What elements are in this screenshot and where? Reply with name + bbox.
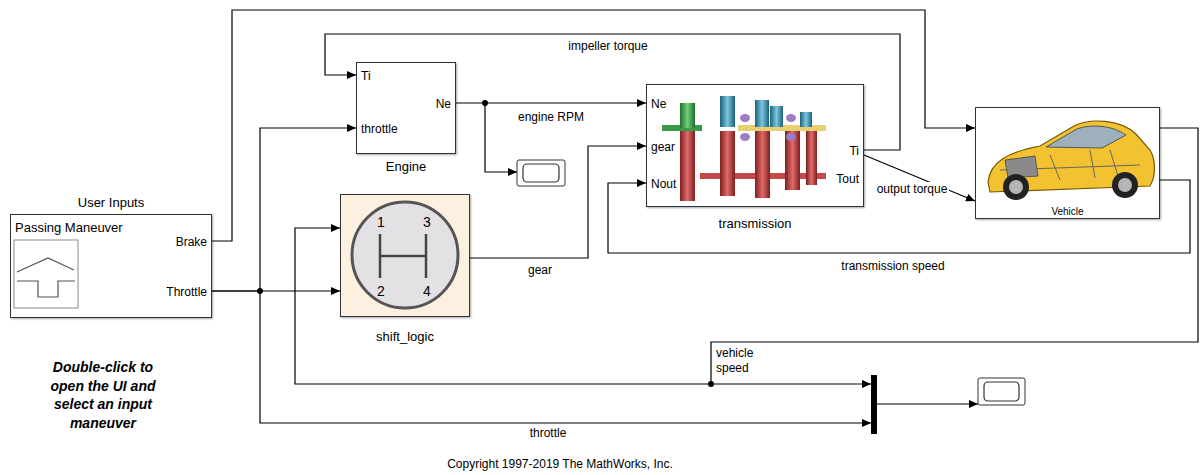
gear (800, 112, 812, 127)
port-label: Ne (651, 97, 666, 111)
signal-name: transmission speed (839, 259, 946, 274)
port-label: Nout (651, 177, 676, 191)
synchronizer (740, 114, 750, 122)
scope-screen (984, 382, 1019, 401)
block-name: shift_logic (341, 329, 469, 345)
port-label: gear (651, 140, 675, 154)
block-name: Engine (357, 159, 455, 175)
gear (720, 131, 735, 196)
scope-frame (517, 160, 565, 186)
gate-line (380, 255, 426, 258)
block-name: Passing Maneuver (15, 220, 123, 236)
car-picture (988, 121, 1155, 200)
port-label: Throttle (166, 285, 207, 299)
signal-wires (260, 103, 978, 423)
port-label: Ti (849, 144, 859, 158)
port-label: Ne (436, 97, 451, 111)
scope-block (517, 160, 565, 186)
port-label: Brake (176, 235, 207, 249)
car-window (1046, 126, 1126, 148)
signal-name: impeller torque (566, 39, 649, 54)
engine-block: TithrottleNeEngine (356, 62, 456, 154)
signal-name: throttle (528, 426, 569, 441)
signal-wire (877, 403, 978, 404)
car-wheel (1003, 174, 1029, 200)
block-name: Vehicle (976, 205, 1159, 218)
shift-logic-block: 1324shift_logic (340, 194, 470, 317)
signal-icon (14, 240, 78, 308)
gear (720, 96, 735, 127)
port-label: Ti (361, 69, 371, 83)
signal-line (212, 128, 356, 291)
icon-frame (14, 240, 78, 308)
source-block: User InputsPassing ManeuverBrakeThrottle (10, 214, 212, 318)
block-name: transmission (647, 216, 863, 232)
shift-pattern (380, 234, 426, 278)
gear-train (662, 96, 826, 201)
scope-block (978, 378, 1025, 405)
car-wheel (1112, 172, 1138, 198)
port-label: Tout (836, 172, 859, 186)
branch-dot (708, 381, 714, 387)
signal-line (212, 10, 975, 241)
gear (755, 100, 769, 127)
signal-wire (711, 383, 871, 384)
usage-note: Double-click to open the UI and select a… (42, 358, 164, 432)
gear-number: 2 (373, 283, 389, 300)
block-heading: User Inputs (11, 195, 211, 211)
gear (770, 106, 783, 127)
vehicle-block: Vehicle (975, 107, 1160, 219)
signal-name: gear (526, 263, 554, 278)
signal-line (864, 155, 975, 201)
gear (806, 131, 817, 185)
signal-wire (260, 291, 871, 423)
signal-wire (485, 103, 517, 172)
synchronizer (740, 133, 750, 141)
signal-line (470, 146, 646, 258)
scope-frame (978, 378, 1025, 405)
car-engine (1005, 156, 1038, 178)
branch-dot (257, 288, 263, 294)
port-label: throttle (361, 122, 398, 136)
car-rim (1118, 178, 1132, 192)
signal-name: vehicle speed (714, 346, 768, 376)
branch-dot (482, 100, 488, 106)
mux-bar (871, 375, 877, 434)
gear (680, 131, 695, 201)
car-rim (1009, 180, 1023, 194)
signal-line (212, 290, 340, 291)
block-fill (340, 194, 470, 317)
gear-number: 4 (419, 283, 435, 300)
gear-number: 1 (373, 214, 389, 231)
synchronizer (786, 114, 796, 122)
shift-knob (352, 202, 458, 308)
ramp-signal (17, 258, 74, 272)
scope-screen (523, 164, 559, 182)
synchronizer (786, 133, 796, 141)
gear-number: 3 (419, 214, 435, 231)
transmission-block: NegearNoutTiTouttransmission (646, 84, 864, 207)
copyright-note: Copyright 1997-2019 The MathWorks, Inc. (445, 457, 675, 472)
step-signal (17, 281, 75, 297)
gear (785, 131, 800, 190)
gear (755, 131, 770, 198)
signal-name: engine RPM (516, 110, 586, 125)
gear (680, 103, 695, 128)
signal-line (608, 180, 1190, 253)
signal-name: output torque (875, 182, 950, 197)
